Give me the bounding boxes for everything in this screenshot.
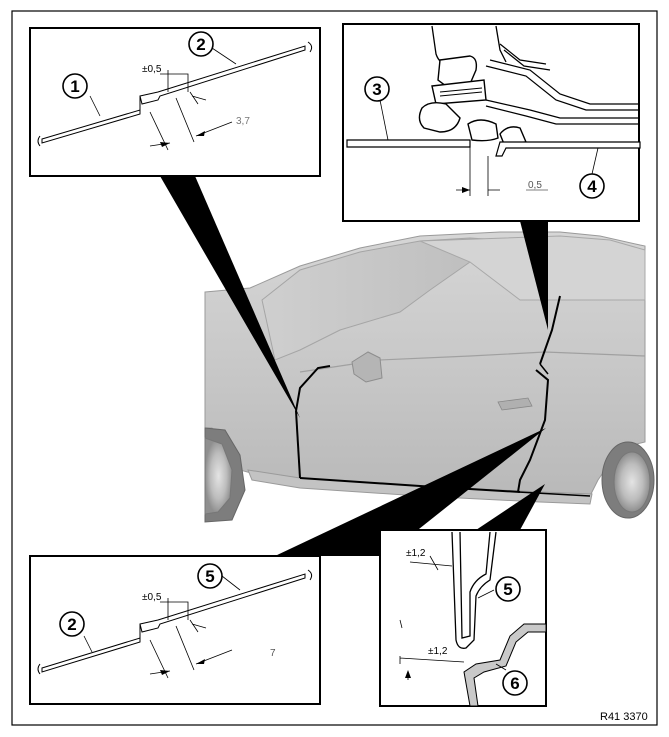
pointer-wedges xyxy=(160,176,548,556)
dim-top-right-gap: 0,5 xyxy=(528,180,542,191)
detail-bottom-left: 2 5 ±0,5 7 xyxy=(29,555,321,705)
callout-1: 1 xyxy=(70,77,79,96)
detail-top-left: 1 2 ±0,5 3,7 xyxy=(29,27,321,177)
dim-top-left-gap: 3,7 xyxy=(236,116,250,127)
detail-top-right: 3 4 0,5 xyxy=(342,23,641,222)
callout-2b: 2 xyxy=(67,615,76,634)
dim-top-left-step: ±0,5 xyxy=(142,64,162,75)
dim-bottom-right-lower: ±1,2 xyxy=(428,646,448,657)
callout-5b: 5 xyxy=(503,580,512,599)
car-illustration xyxy=(204,231,655,523)
dim-bottom-left-gap: 7 xyxy=(270,648,276,659)
callout-4: 4 xyxy=(587,177,597,196)
callout-3: 3 xyxy=(372,80,381,99)
callout-2a: 2 xyxy=(196,35,205,54)
figure-reference: R41 3370 xyxy=(600,711,648,723)
figure-frame xyxy=(11,10,658,726)
dim-bottom-left-step: ±0,5 xyxy=(142,592,162,603)
detail-bottom-right: 5 6 ±1,2 ±1,2 xyxy=(379,529,547,707)
dim-bottom-right-upper: ±1,2 xyxy=(406,548,426,559)
callout-6: 6 xyxy=(510,674,519,693)
callout-5a: 5 xyxy=(205,567,214,586)
